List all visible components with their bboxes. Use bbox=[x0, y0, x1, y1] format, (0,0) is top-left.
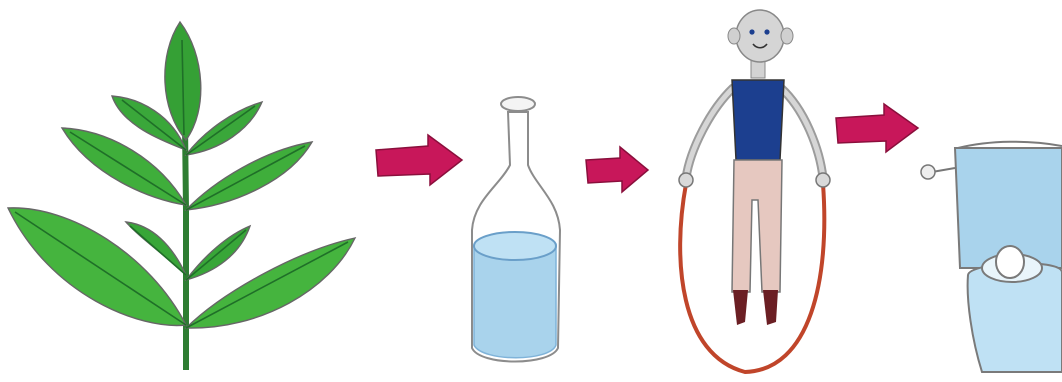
leafy-plant-icon bbox=[8, 22, 355, 370]
jump-rope-person-icon bbox=[679, 10, 830, 372]
arrow-plant-to-bottle bbox=[376, 135, 462, 185]
arrow-person-to-toilet bbox=[836, 104, 918, 152]
arrow-bottle-to-person bbox=[586, 147, 648, 192]
toilet-icon bbox=[921, 142, 1062, 372]
water-bottle-icon bbox=[472, 97, 560, 362]
